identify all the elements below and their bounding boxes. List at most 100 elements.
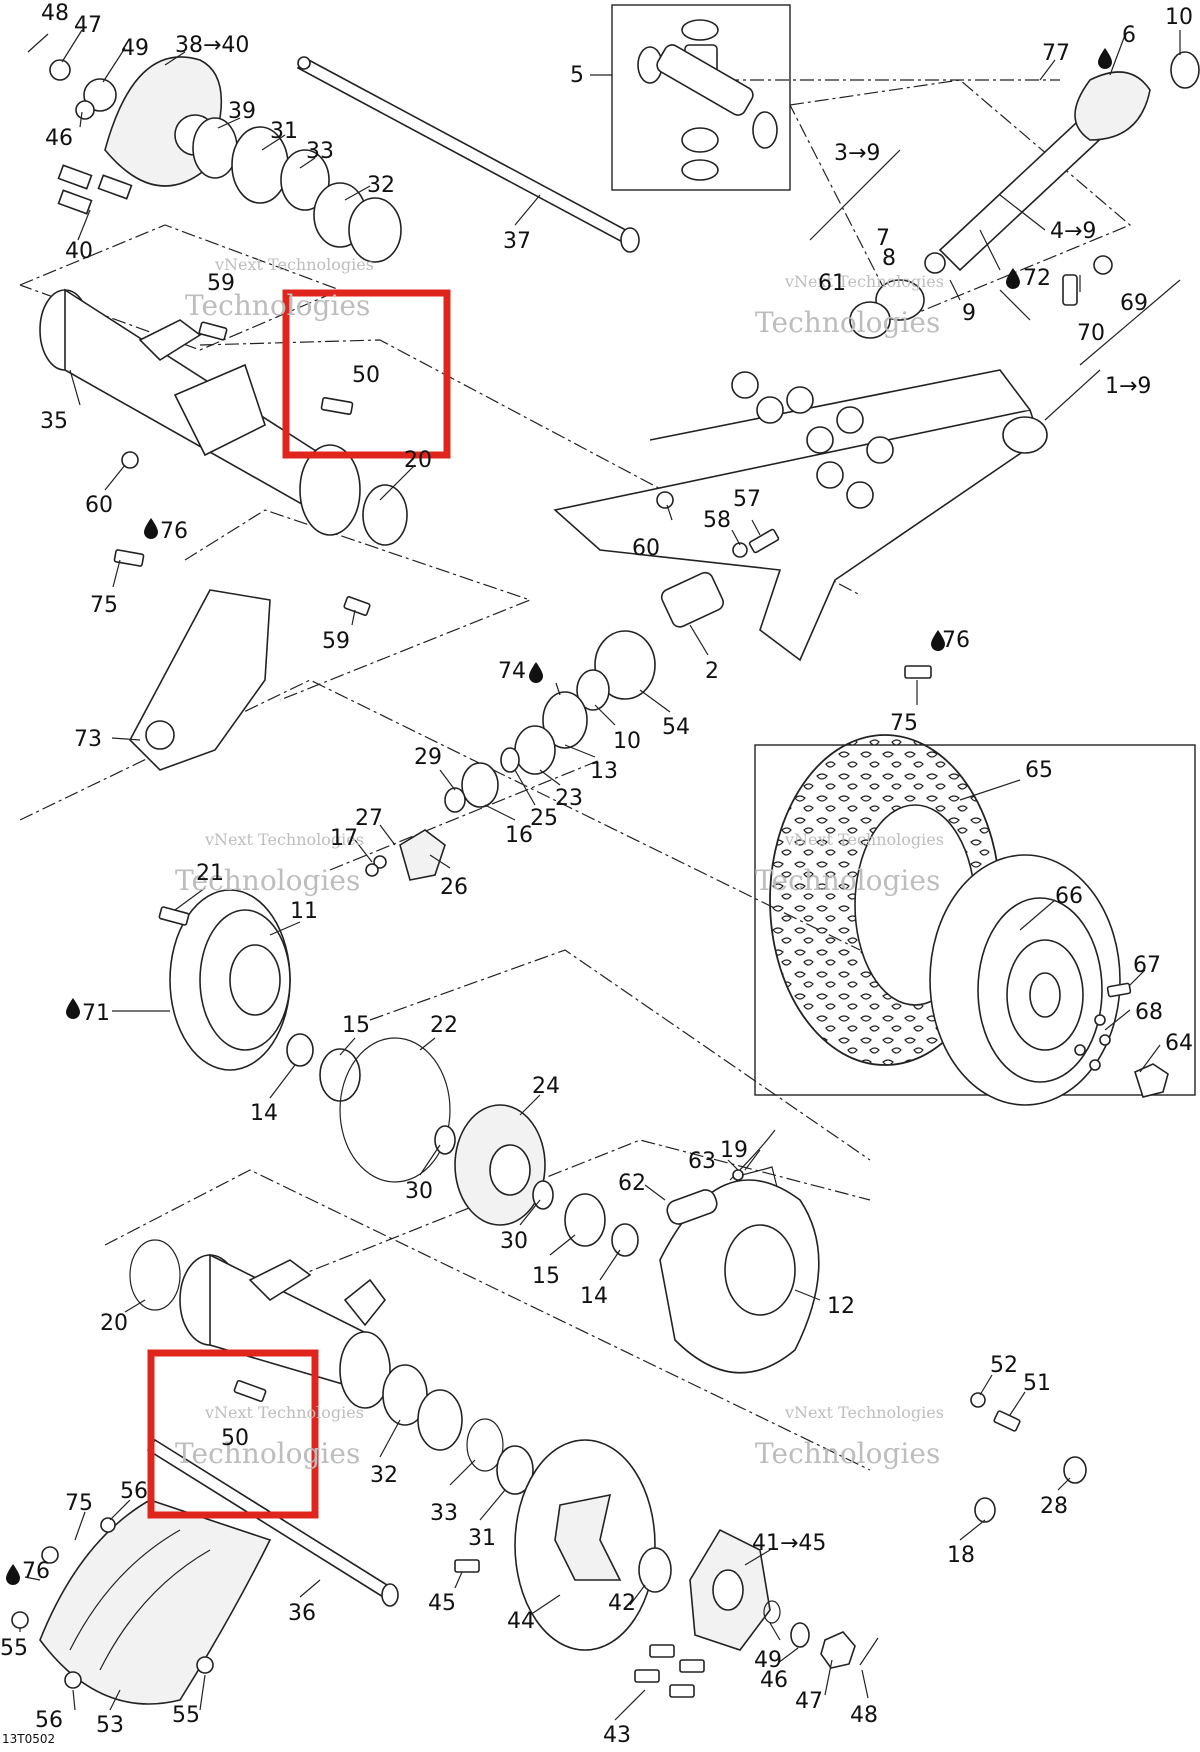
callout-label: 69 <box>1120 291 1148 316</box>
callout-label: 47 <box>74 13 102 38</box>
callout-label: 14 <box>250 1101 278 1126</box>
callout-label: 56 <box>120 1479 148 1504</box>
callout-label: 15 <box>532 1264 560 1289</box>
callout-label: 56 <box>35 1708 63 1733</box>
callout-label: 57 <box>733 487 761 512</box>
callout-label: 33 <box>306 139 334 164</box>
callout-label: 55 <box>0 1636 28 1661</box>
grease-drop-icon <box>1098 48 1112 69</box>
callout-label: 76 <box>22 1559 50 1584</box>
callout-label: 75 <box>65 1491 93 1516</box>
callout-label: 35 <box>40 409 68 434</box>
watermark-text: Technologies <box>175 864 360 897</box>
callout-label: 36 <box>288 1601 316 1626</box>
callout-label: 49 <box>121 36 149 61</box>
callout-label: 11 <box>290 899 318 924</box>
callout-label: 48 <box>850 1703 878 1728</box>
callout-label: 10 <box>613 729 641 754</box>
callout-label: 5 <box>570 63 584 88</box>
highlight-box-lower-50 <box>147 1349 319 1519</box>
callout-label: 63 <box>688 1149 716 1174</box>
callout-label: 46 <box>760 1668 788 1693</box>
callout-label: 30 <box>405 1179 433 1204</box>
callout-label: 4→9 <box>1050 219 1096 244</box>
callout-label: 58 <box>703 508 731 533</box>
callout-label: 13 <box>590 759 618 784</box>
callout-label: 73 <box>74 727 102 752</box>
callout-label: 28 <box>1040 1494 1068 1519</box>
callout-label: 64 <box>1165 1031 1193 1056</box>
callout-label: 7 <box>876 226 890 251</box>
watermarks: vNext Technologies Technologies vNext Te… <box>175 255 944 1470</box>
callout-label: 12 <box>827 1294 855 1319</box>
callout-label: 39 <box>228 99 256 124</box>
callout-label: 32 <box>370 1463 398 1488</box>
callout-label: 61 <box>818 271 846 296</box>
callout-label: 31 <box>270 119 298 144</box>
callout-label: 21 <box>196 861 224 886</box>
callout-label: 60 <box>632 536 660 561</box>
callout-label: 31 <box>468 1526 496 1551</box>
callout-label: 23 <box>555 786 583 811</box>
callout-label: 77 <box>1042 41 1070 66</box>
callout-label: 70 <box>1077 321 1105 346</box>
leader-lines <box>19 29 1181 1721</box>
callout-label: 20 <box>404 448 432 473</box>
callout-label: 59 <box>207 271 235 296</box>
callout-label: 74 <box>498 659 526 684</box>
callout-label: 6 <box>1122 23 1136 48</box>
u-joint-inset-frame <box>611 4 791 191</box>
grease-drop-icon <box>529 662 543 683</box>
callout-label: 26 <box>440 875 468 900</box>
callout-label: 18 <box>947 1543 975 1568</box>
grease-icons <box>6 48 1112 1585</box>
grease-drop-icon <box>66 998 80 1019</box>
wheel-inset-frame <box>754 744 1196 1096</box>
grease-drop-icon <box>931 630 945 651</box>
callout-label: 17 <box>330 826 358 851</box>
callout-label: 30 <box>500 1229 528 1254</box>
callout-label: 9 <box>962 301 976 326</box>
watermark-text: Technologies <box>755 306 940 339</box>
callout-label: 15 <box>342 1013 370 1038</box>
callout-label: 65 <box>1025 758 1053 783</box>
callout-label: 75 <box>890 711 918 736</box>
callout-label: 20 <box>100 1311 128 1336</box>
callout-label: 51 <box>1023 1371 1051 1396</box>
callout-label: 2 <box>705 659 719 684</box>
callout-label: 50 <box>221 1426 249 1451</box>
callout-label: 48 <box>41 1 69 26</box>
grease-drop-icon <box>1006 268 1020 289</box>
watermark-text: Technologies <box>755 864 940 897</box>
callout-label: 75 <box>90 593 118 618</box>
callout-label: 10 <box>1165 5 1193 30</box>
grease-drop-icon <box>6 1564 20 1585</box>
grease-drop-icon <box>144 518 158 539</box>
callout-label: 41→45 <box>752 1531 826 1556</box>
callout-label: 29 <box>414 745 442 770</box>
watermark-text: vNext Technologies <box>784 830 944 849</box>
callout-label: 25 <box>530 806 558 831</box>
callout-label: 43 <box>603 1723 631 1748</box>
assembly-frames <box>19 4 1196 1471</box>
part-drawings <box>11 19 1200 1705</box>
callout-label: 59 <box>322 629 350 654</box>
callout-label: 76 <box>942 628 970 653</box>
callout-label: 66 <box>1055 884 1083 909</box>
watermark-text: Technologies <box>185 289 370 322</box>
callout-label: 68 <box>1135 1000 1163 1025</box>
callout-label: 45 <box>428 1591 456 1616</box>
callout-label: 16 <box>505 823 533 848</box>
watermark-text: vNext Technologies <box>214 255 374 274</box>
watermark-text: vNext Technologies <box>784 272 944 291</box>
callout-label: 32 <box>367 173 395 198</box>
callout-label: 27 <box>355 806 383 831</box>
watermark-text: vNext Technologies <box>204 830 364 849</box>
watermark-text: Technologies <box>175 1437 360 1470</box>
callout-label: 54 <box>662 715 690 740</box>
callout-label: 33 <box>430 1501 458 1526</box>
callout-label: 55 <box>172 1703 200 1728</box>
watermark-text: Technologies <box>755 1437 940 1470</box>
